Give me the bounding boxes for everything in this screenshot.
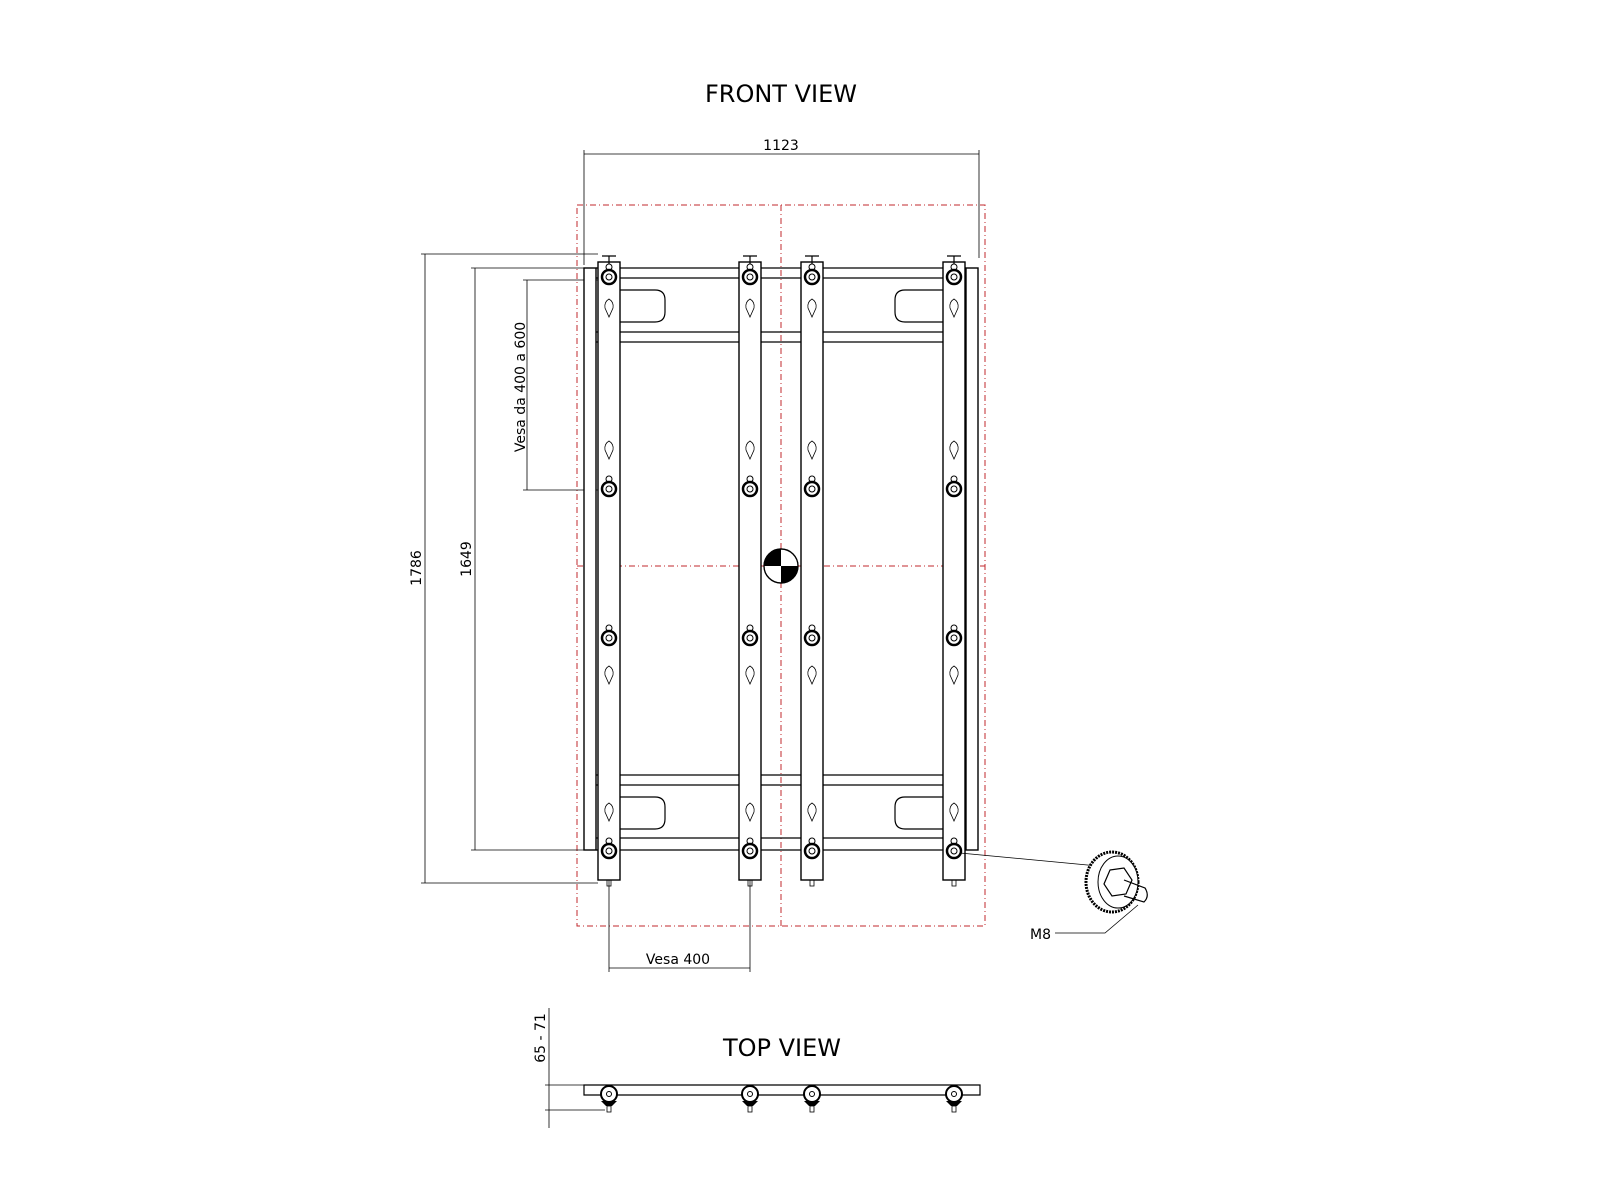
top-view-knob-icon (945, 1085, 963, 1113)
vertical-arm (942, 255, 966, 887)
dimension-height-total-label: 1786 (409, 550, 425, 586)
top-view-knob-icon (741, 1085, 759, 1113)
bolt-size-label: M8 (1030, 927, 1051, 943)
locking-knob-icon (945, 624, 963, 647)
locking-knob-icon (803, 263, 821, 286)
dimension-width-label: 1123 (763, 138, 799, 154)
dimension-depth: 65 - 71 (533, 1008, 605, 1128)
keyhole-slot-icon (807, 298, 817, 318)
dimension-height-total: 1786 (409, 253, 598, 884)
keyhole-slot-icon (807, 665, 817, 685)
locking-knob-icon (945, 263, 963, 286)
keyhole-slot-icon (745, 298, 755, 318)
dimension-width: 1123 (583, 138, 980, 265)
keyhole-slot-icon (949, 665, 959, 685)
locking-knob-icon (741, 624, 759, 647)
vertical-arm (597, 255, 621, 887)
top-view-knob-icon (803, 1085, 821, 1113)
dimension-height-rails: 1649 (459, 267, 584, 851)
dimension-vesa-horizontal: Vesa 400 (608, 860, 751, 972)
keyhole-slot-icon (807, 440, 817, 460)
keyhole-slot-icon (604, 298, 614, 318)
keyhole-slot-icon (745, 802, 755, 822)
locking-knob-icon (803, 475, 821, 498)
locking-knob-icon (803, 624, 821, 647)
vertical-arm (738, 255, 762, 887)
keyhole-slot-icon (604, 802, 614, 822)
top-view-frame (583, 1084, 981, 1113)
locking-knob-icon (600, 624, 618, 647)
top-view-knob-icon (600, 1085, 618, 1113)
top-view-title: TOP VIEW (722, 1034, 841, 1062)
dimension-vesa-vertical: Vesa da 400 a 600 (513, 279, 600, 491)
keyhole-slot-icon (745, 440, 755, 460)
locking-knob-icon (945, 837, 963, 860)
locking-knob-icon (741, 475, 759, 498)
wall-mount-frame (583, 255, 979, 887)
dimension-vesa-vertical-label: Vesa da 400 a 600 (513, 322, 529, 452)
keyhole-slot-icon (604, 665, 614, 685)
locking-knob-icon (741, 837, 759, 860)
locking-knob-icon (600, 263, 618, 286)
locking-knob-icon (945, 475, 963, 498)
keyhole-slot-icon (949, 802, 959, 822)
dimension-depth-label: 65 - 71 (533, 1013, 549, 1063)
bolt-callout: M8 (959, 850, 1148, 943)
keyhole-slot-icon (949, 298, 959, 318)
locking-knob-icon (803, 837, 821, 860)
keyhole-slot-icon (604, 440, 614, 460)
vertical-arm (800, 255, 824, 887)
locking-knob-icon (600, 475, 618, 498)
keyhole-slot-icon (807, 802, 817, 822)
front-view-title: FRONT VIEW (705, 80, 857, 108)
center-of-gravity-symbol (763, 548, 799, 584)
keyhole-slot-icon (745, 665, 755, 685)
dimension-height-rails-label: 1649 (459, 541, 475, 577)
locking-knob-icon (741, 263, 759, 286)
locking-knob-icon (600, 837, 618, 860)
dimension-vesa-horizontal-label: Vesa 400 (646, 952, 710, 968)
keyhole-slot-icon (949, 440, 959, 460)
